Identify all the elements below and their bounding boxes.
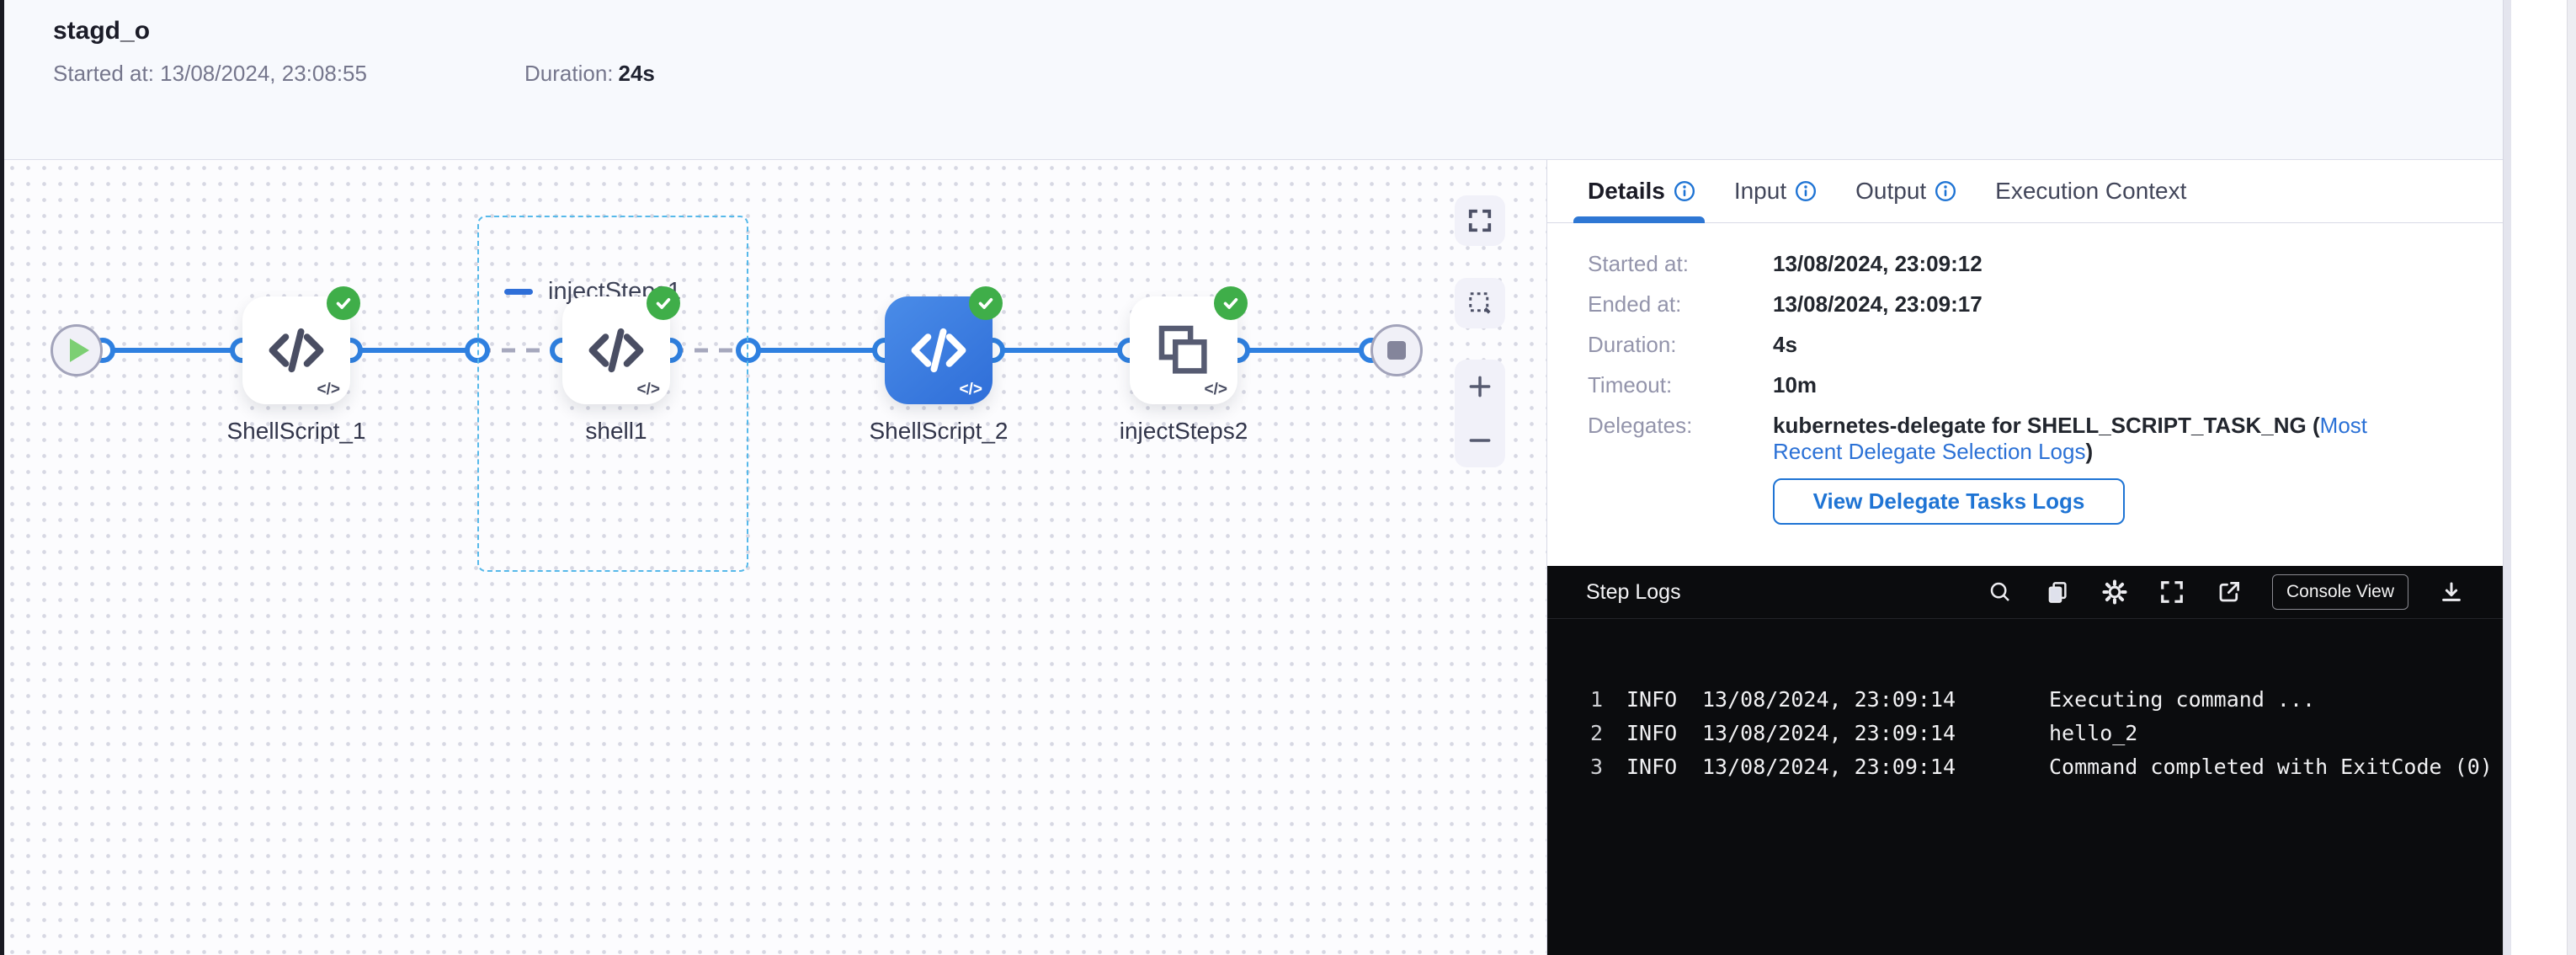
collapsed-sidebar-edge xyxy=(0,0,4,955)
field-duration: Duration: 4s xyxy=(1588,332,1797,357)
download-logs-button[interactable] xyxy=(2437,578,2466,606)
pipeline-start-node[interactable] xyxy=(51,324,103,376)
stage-duration-label: Duration: xyxy=(524,61,614,86)
canvas-select-button[interactable] xyxy=(1455,278,1505,328)
copy-logs-button[interactable] xyxy=(2043,578,2072,606)
zoom-in-icon[interactable] xyxy=(1466,373,1493,400)
tab-input[interactable]: Input xyxy=(1734,160,1817,222)
code-glyph-icon: </> xyxy=(636,381,660,398)
step-logs-title: Step Logs xyxy=(1586,579,1681,604)
details-tabs: Details Input Output xyxy=(1547,160,2503,223)
stage-header: stagd_o Started at: 13/08/2024, 23:08:55… xyxy=(4,0,2503,160)
code-glyph-icon: </> xyxy=(317,381,340,398)
zoom-out-icon[interactable] xyxy=(1466,427,1493,454)
success-check-icon xyxy=(327,286,360,320)
expand-logs-button[interactable] xyxy=(2158,578,2186,606)
gear-icon xyxy=(2102,579,2127,605)
page-scrollbar[interactable] xyxy=(2567,0,2576,955)
info-icon[interactable] xyxy=(1795,180,1817,202)
step-logs-header: Step Logs xyxy=(1547,566,2503,619)
stage-title: stagd_o xyxy=(53,17,151,45)
log-settings-button[interactable] xyxy=(2100,578,2129,606)
fullscreen-icon xyxy=(2161,581,2183,603)
tab-details[interactable]: Details xyxy=(1573,160,1705,223)
step-node-shell1[interactable]: </> xyxy=(562,286,680,404)
success-check-icon xyxy=(1214,286,1248,320)
delegates-value: kubernetes-delegate for SHELL_SCRIPT_TAS… xyxy=(1773,413,2367,464)
search-icon xyxy=(1990,582,2009,601)
step-group-icon xyxy=(1158,325,1207,374)
console-view-button[interactable]: Console View xyxy=(2271,574,2408,610)
canvas-zoom-controls xyxy=(1455,360,1505,467)
step-logs-body[interactable]: 1 INFO 13/08/2024, 23:09:14 Executing co… xyxy=(1547,619,2503,783)
info-icon[interactable] xyxy=(1935,180,1956,202)
open-logs-new-tab-button[interactable] xyxy=(2215,578,2243,606)
download-icon xyxy=(2442,582,2461,601)
step-logs-toolbar: Console View xyxy=(1986,574,2466,610)
fullscreen-icon xyxy=(1468,209,1492,232)
right-gutter xyxy=(2511,0,2576,955)
field-ended-at: Ended at: 13/08/2024, 23:09:17 xyxy=(1588,291,1983,317)
stop-icon xyxy=(1387,341,1406,360)
stage-duration: Duration:24s xyxy=(524,61,655,87)
shell-script-icon xyxy=(588,328,644,373)
log-line: 1 INFO 13/08/2024, 23:09:14 Executing co… xyxy=(1589,686,2316,712)
pipeline-canvas[interactable]: injectSteps1 </> ShellScript_1 xyxy=(4,160,1546,955)
step-node-shellscript-2-selected[interactable]: </> xyxy=(885,286,1003,404)
shell-script-icon xyxy=(911,328,966,373)
stage-started-at: Started at: 13/08/2024, 23:08:55 xyxy=(53,61,367,86)
success-check-icon xyxy=(647,286,680,320)
copy-icon xyxy=(2048,582,2067,603)
code-glyph-icon: </> xyxy=(959,381,982,398)
info-icon[interactable] xyxy=(1674,180,1695,202)
log-line: 2 INFO 13/08/2024, 23:09:14 hello_2 xyxy=(1589,720,2138,745)
log-line: 3 INFO 13/08/2024, 23:09:14 Command comp… xyxy=(1589,754,2493,779)
pipeline-end-node[interactable] xyxy=(1370,324,1423,376)
panel-divider[interactable] xyxy=(2503,0,2512,955)
delegate-selection-logs-link[interactable]: Most Recent Delegate Selection Logs xyxy=(1773,413,2367,464)
success-check-icon xyxy=(969,286,1003,320)
active-tab-underline xyxy=(1573,216,1705,223)
shell-script-icon xyxy=(269,328,324,373)
details-fields: Started at: 13/08/2024, 23:09:12 Ended a… xyxy=(1588,251,2472,479)
play-icon xyxy=(69,339,89,362)
field-timeout: Timeout: 10m xyxy=(1588,372,1818,397)
tab-output[interactable]: Output xyxy=(1855,160,1956,222)
pipeline-connectors xyxy=(90,338,1384,363)
step-details-panel: Details Input Output xyxy=(1546,160,2503,955)
tab-execution-context[interactable]: Execution Context xyxy=(1995,178,2187,204)
step-node-label[interactable]: injectSteps2 xyxy=(1119,418,1248,444)
step-node-label[interactable]: shell1 xyxy=(585,418,647,444)
step-node-injectsteps2[interactable]: </> xyxy=(1130,286,1248,404)
external-link-icon xyxy=(2219,582,2239,602)
marquee-select-icon xyxy=(1469,292,1491,314)
view-delegate-tasks-logs-button[interactable]: View Delegate Tasks Logs xyxy=(1773,478,2125,525)
stage-duration-value: 24s xyxy=(618,61,655,86)
collapse-group-icon[interactable] xyxy=(504,289,533,295)
code-glyph-icon: </> xyxy=(1204,381,1227,398)
field-delegates: Delegates: kubernetes-delegate for SHELL… xyxy=(1588,413,2472,465)
search-logs-button[interactable] xyxy=(1986,578,2014,606)
canvas-fullscreen-button[interactable] xyxy=(1455,195,1505,246)
step-node-label[interactable]: ShellScript_1 xyxy=(226,418,366,444)
step-logs-console: Step Logs xyxy=(1547,566,2503,955)
field-started-at: Started at: 13/08/2024, 23:09:12 xyxy=(1588,251,1983,276)
step-node-shellscript-1[interactable]: </> xyxy=(242,286,360,404)
step-node-label[interactable]: ShellScript_2 xyxy=(869,418,1009,444)
